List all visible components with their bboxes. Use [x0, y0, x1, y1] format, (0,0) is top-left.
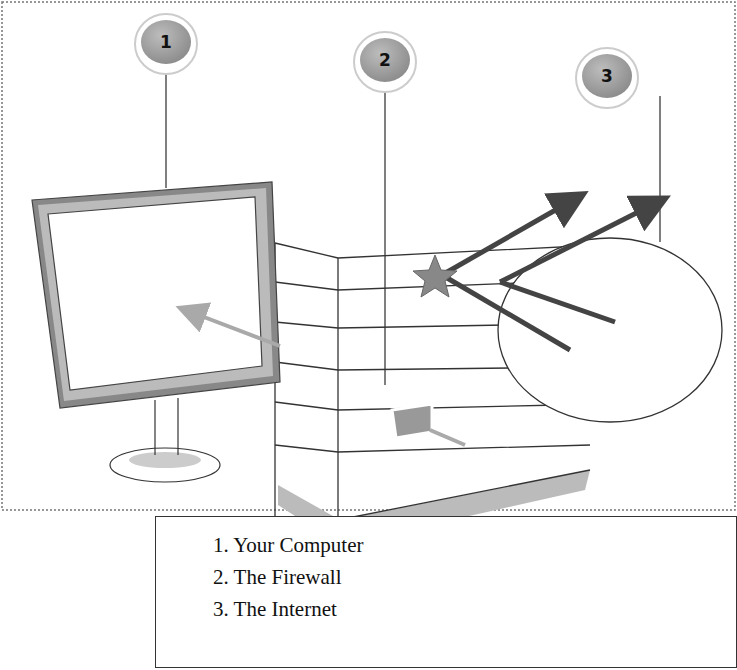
computer-icon — [392, 404, 465, 445]
key-box: 1. Your Computer2. The Firewall3. The In… — [155, 516, 737, 668]
callout-number: 2 — [365, 50, 405, 70]
frame — [2, 2, 735, 510]
arrow — [500, 282, 615, 322]
arrow — [183, 309, 280, 346]
callout-number: 3 — [587, 66, 627, 86]
key-entry: 3. The Internet — [213, 593, 736, 625]
leader-line — [659, 96, 661, 242]
monitor — [32, 182, 280, 482]
callout-disc — [135, 14, 638, 108]
key-entry: 1. Your Computer — [213, 529, 736, 561]
star — [413, 255, 457, 297]
arrow — [500, 200, 662, 282]
callout-number: 1 — [146, 32, 186, 52]
key-entry: 2. The Firewall — [213, 561, 736, 593]
leader-line — [165, 74, 167, 188]
leader-line — [384, 92, 386, 385]
arrow — [442, 196, 580, 275]
